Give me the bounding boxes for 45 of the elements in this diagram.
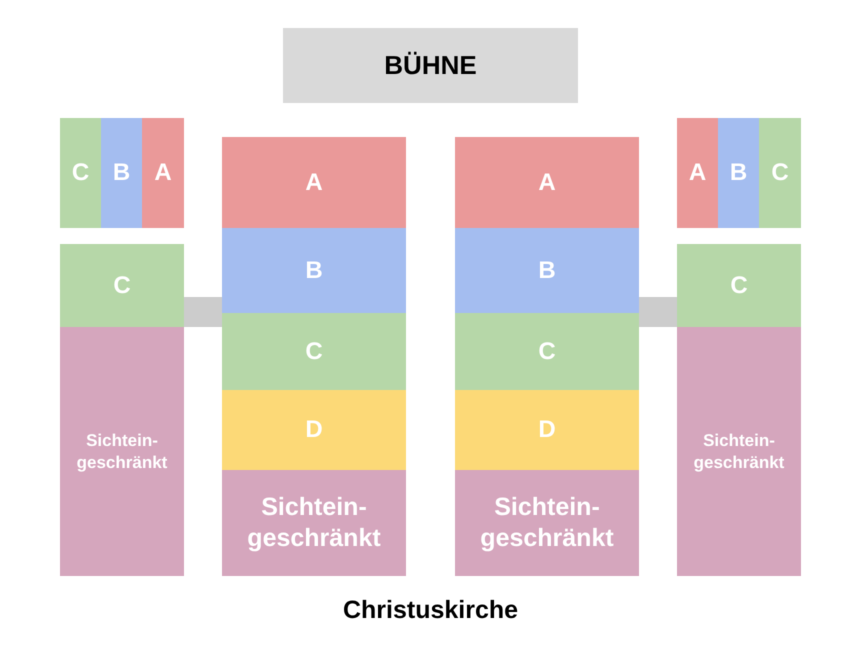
seating-block <box>222 137 406 228</box>
seating-block <box>101 118 142 228</box>
seating-block <box>222 470 406 576</box>
block-label: C <box>113 270 131 300</box>
seating-block <box>455 228 639 313</box>
block-label: Sichtein- geschränkt <box>692 430 786 473</box>
block-label: Sichtein- geschränkt <box>76 430 168 473</box>
block-label: D <box>305 415 323 445</box>
block-label: Sichtein- geschränkt <box>479 492 615 554</box>
caption: Christuskirche <box>342 596 518 625</box>
walkway-connector <box>639 297 677 327</box>
walkway-connector <box>184 297 222 327</box>
block-label: B <box>730 158 748 188</box>
block-label: B <box>305 256 323 286</box>
seating-block <box>677 327 801 576</box>
seating-block <box>718 118 759 228</box>
seating-block <box>222 228 406 313</box>
seating-block <box>142 118 184 228</box>
seating-block <box>677 118 718 228</box>
block-label: C <box>771 158 789 188</box>
seating-block <box>455 137 639 228</box>
seating-block <box>455 390 639 470</box>
block-label: Sichtein- geschränkt <box>246 492 382 554</box>
seating-block <box>60 327 184 576</box>
block-label: A <box>688 158 706 188</box>
seating-block <box>60 118 101 228</box>
seating-block <box>60 244 184 327</box>
block-label: B <box>112 158 130 188</box>
seating-block <box>759 118 801 228</box>
seating-block <box>455 470 639 576</box>
block-label: B <box>538 256 556 286</box>
block-label: C <box>730 270 748 300</box>
block-label: A <box>305 168 323 198</box>
seating-block <box>222 313 406 390</box>
block-label: D <box>538 415 556 445</box>
block-label: A <box>538 168 556 198</box>
block-label: C <box>538 336 556 366</box>
seating-block <box>455 313 639 390</box>
stage-block <box>283 28 578 103</box>
block-label: C <box>72 158 90 188</box>
stage-label: BÜHNE <box>384 49 477 82</box>
block-label: C <box>305 336 323 366</box>
block-label: A <box>154 158 172 188</box>
seating-block <box>222 390 406 470</box>
seating-block <box>677 244 801 327</box>
